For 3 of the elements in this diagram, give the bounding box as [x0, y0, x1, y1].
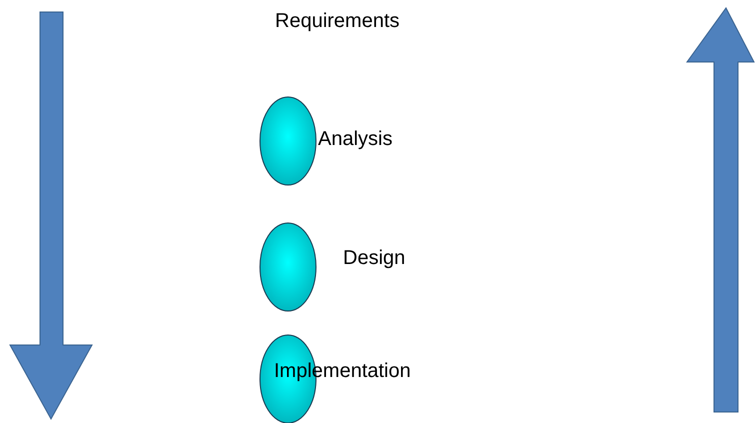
heading-text: Requirements [275, 10, 400, 33]
stage-label: Analysis [318, 128, 392, 151]
stage-label: Design [343, 247, 406, 270]
